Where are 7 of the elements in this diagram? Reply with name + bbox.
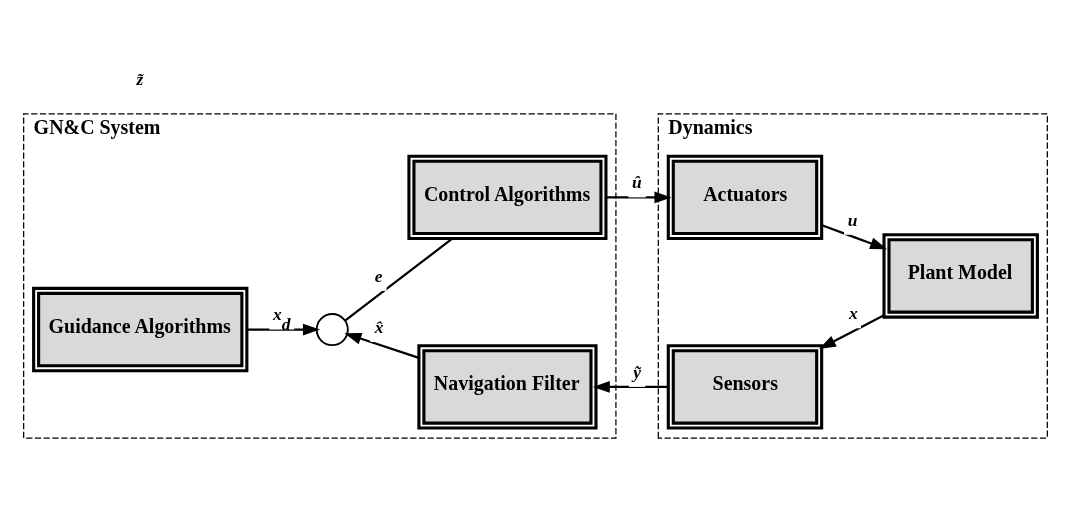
edge-label: x̂ [374,316,384,337]
edge-label: u [847,209,858,230]
edge-label: ỹ [633,361,642,382]
edge-label: û [632,172,642,193]
edge-label: x [849,303,858,324]
edge-label: e [374,265,383,286]
label: z̃ [136,68,144,89]
